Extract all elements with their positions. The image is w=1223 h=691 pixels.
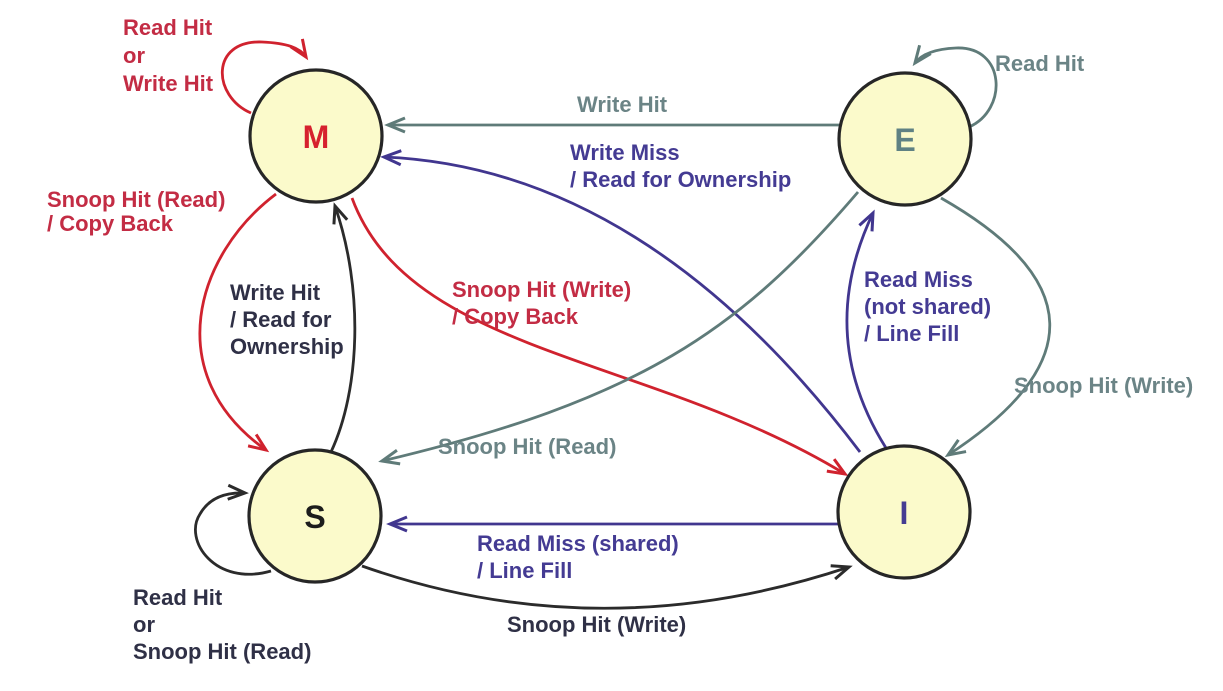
transition-label-m-self-line-2: Write Hit: [123, 71, 214, 96]
transition-label-s-to-m-line-2: Ownership: [230, 334, 344, 359]
transition-label-s-self-line-1: or: [133, 612, 155, 637]
state-node-i: [836, 444, 972, 580]
transition-arrow-m-to-s: [198, 192, 277, 453]
transition-label-s-to-m-line-1: / Read for: [230, 307, 332, 332]
transition-label-e-to-i: Snoop Hit (Write): [1014, 373, 1193, 398]
transition-label-e-to-m: Write Hit: [577, 92, 668, 117]
state-node-e: [837, 71, 973, 207]
transition-label-i-to-m-line-0: Write Miss: [570, 140, 680, 165]
transition-label-m-to-s-line-1: / Copy Back: [47, 211, 174, 236]
transition-arrow-e-to-i: [940, 196, 1052, 458]
transition-arrow-i-to-m: [380, 149, 862, 453]
transition-label-i-to-s-line-1: / Line Fill: [477, 558, 572, 583]
transition-label-m-self-line-0: Read Hit: [123, 15, 213, 40]
transition-label-s-to-m-line-0: Write Hit: [230, 280, 321, 305]
transition-label-i-to-m-line-1: / Read for Ownership: [570, 167, 791, 192]
state-letter-s: S: [304, 499, 325, 535]
transition-label-m-to-s-line-0: Snoop Hit (Read): [47, 187, 225, 212]
transition-arrow-m-to-i: [350, 197, 849, 477]
transition-label-m-self-line-1: or: [123, 43, 145, 68]
transition-arrow-e-self: [912, 44, 998, 129]
transition-label-i-to-s-line-0: Read Miss (shared): [477, 531, 679, 556]
transition-label-s-self-line-0: Read Hit: [133, 585, 223, 610]
transition-label-i-to-e-line-1: (not shared): [864, 294, 991, 319]
transition-label-m-to-i-line-1: / Copy Back: [452, 304, 579, 329]
transition-label-s-to-i: Snoop Hit (Write): [507, 612, 686, 637]
transition-arrow-s-self: [194, 483, 272, 576]
transition-arrow-i-to-e: [845, 209, 888, 449]
transition-label-i-to-e-line-2: / Line Fill: [864, 321, 959, 346]
transition-arrow-m-self: [220, 38, 309, 115]
state-letter-i: I: [900, 495, 909, 531]
transition-arrow-s-to-i: [361, 564, 853, 610]
transition-label-i-to-e-line-0: Read Miss: [864, 267, 973, 292]
transition-label-e-self: Read Hit: [995, 51, 1085, 76]
state-node-s: [247, 448, 383, 584]
transition-label-s-self-line-2: Snoop Hit (Read): [133, 639, 311, 664]
transition-label-m-to-i-line-0: Snoop Hit (Write): [452, 277, 631, 302]
transition-arrow-s-to-m: [329, 202, 357, 453]
state-letter-e: E: [894, 122, 915, 158]
transition-label-e-to-s: Snoop Hit (Read): [438, 434, 616, 459]
state-node-m: [248, 68, 384, 204]
state-letter-m: M: [303, 119, 330, 155]
transition-arrow-e-to-s: [378, 191, 860, 466]
